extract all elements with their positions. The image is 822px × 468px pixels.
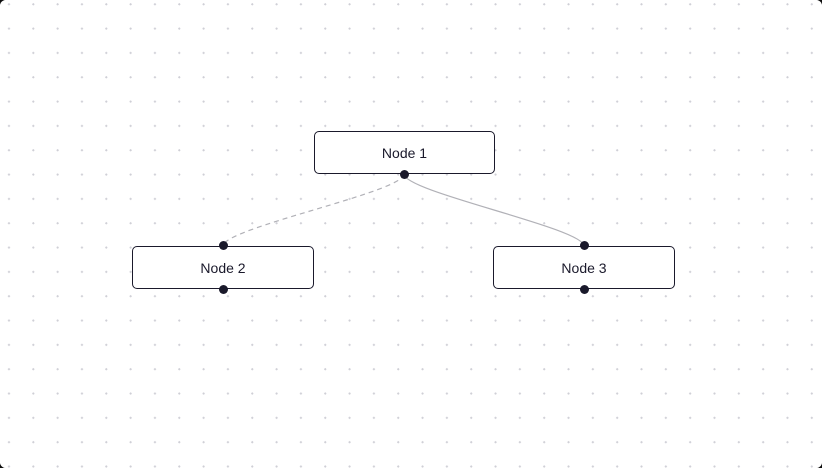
target-handle[interactable] (579, 241, 589, 250)
node-label: Node 3 (561, 259, 607, 276)
edge-1-3[interactable] (403, 173, 585, 247)
source-handle[interactable] (218, 285, 228, 294)
node-label: Node 2 (200, 259, 246, 276)
edge-1-2[interactable] (222, 173, 405, 247)
flow-node-1[interactable]: Node 1 (314, 131, 495, 179)
flow-node-2[interactable]: Node 2 (132, 241, 314, 294)
node-label: Node 1 (381, 144, 428, 161)
source-handle[interactable] (579, 285, 589, 294)
flow-node-3[interactable]: Node 3 (493, 241, 675, 294)
target-handle[interactable] (218, 241, 228, 250)
source-handle[interactable] (400, 170, 409, 179)
